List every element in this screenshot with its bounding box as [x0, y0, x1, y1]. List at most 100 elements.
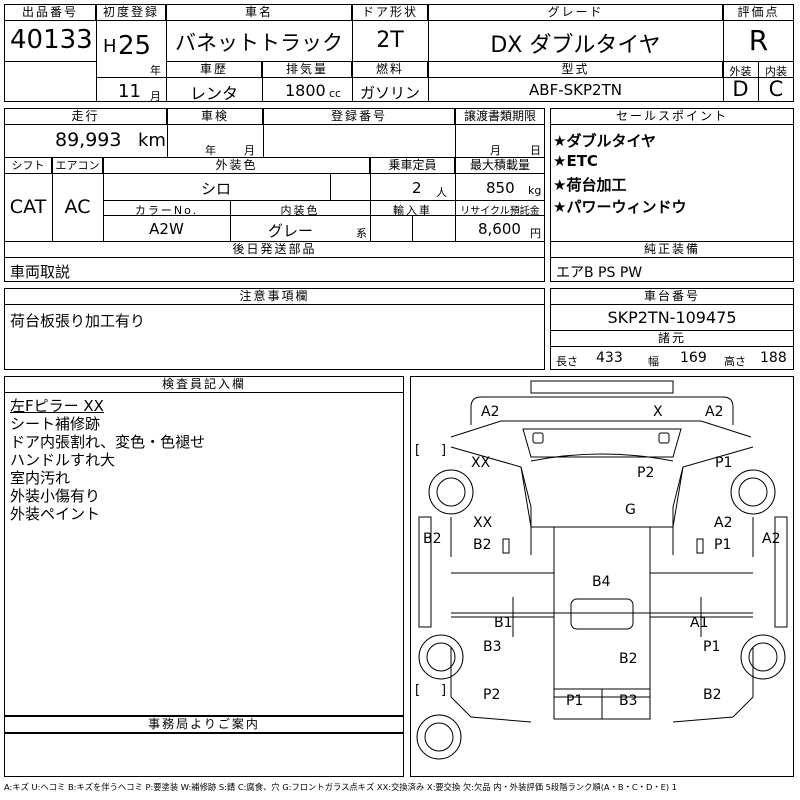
lot-label: 出品番号 [4, 4, 96, 21]
vehicle-diagram: A2 X A2 XX P2 P1 G XX A2 B2 B2 P1 A2 B4 … [410, 376, 794, 777]
sales-point-2: ★ETC [553, 152, 598, 170]
damage-mark: A1 [690, 615, 709, 631]
inspector-line-6: 外装小傷有り [10, 487, 101, 505]
recycle-fee: 8,600 [478, 220, 521, 238]
damage-mark: X [653, 404, 663, 420]
color-no-label: カラーNo. [134, 204, 199, 217]
inspector-line-2: シート補修跡 [10, 415, 101, 433]
bracket-mark: [ [415, 683, 421, 698]
first-reg-month: 11 [118, 81, 141, 102]
bracket-mark: ] [441, 683, 447, 698]
width: 169 [680, 350, 707, 366]
damage-mark: A2 [705, 404, 724, 420]
recycle-label: リサイクル預託金 [460, 206, 540, 217]
inspector-line-3: ドア内張割れ、変色・色褪せ [10, 433, 206, 451]
height: 188 [760, 350, 787, 366]
damage-mark: P1 [566, 693, 584, 709]
sales-title: セールスポイント [550, 108, 794, 125]
length-label: 長さ [556, 355, 578, 368]
notes-title: 注意事項欄 [4, 288, 545, 305]
overall-score: R [748, 24, 769, 57]
dims-title: 諸元 [550, 330, 794, 347]
inspector-title: 検査員記入欄 [4, 376, 404, 393]
inspection-month-unit: 月 [244, 144, 255, 157]
damage-mark: A2 [481, 404, 500, 420]
width-label: 幅 [648, 355, 659, 368]
mileage-unit: km [138, 130, 166, 151]
notes-text: 荷台板張り加工有り [10, 312, 146, 330]
sales-point-3: ★荷台加工 [553, 176, 627, 194]
history-label: 車歴 [166, 61, 262, 78]
inspection-label: 車検 [167, 108, 263, 125]
aircon: AC [64, 196, 91, 218]
damage-mark: G [625, 502, 636, 518]
office-section [4, 733, 404, 777]
interior-color: グレー [268, 222, 314, 240]
mileage: 89,993 [55, 129, 122, 151]
import-label: 輸入車 [393, 204, 432, 217]
damage-mark: B3 [619, 693, 638, 709]
damage-mark: B2 [619, 651, 638, 667]
car-name: バネットトラック [175, 31, 343, 55]
capacity-unit: 人 [436, 186, 447, 199]
door-type: 2T [376, 28, 404, 53]
month-unit: 月 [150, 90, 161, 103]
exterior-label: 外装 [729, 65, 752, 78]
lot-number: 40133 [10, 25, 93, 55]
damage-mark: B2 [473, 537, 492, 553]
damage-mark: B3 [483, 639, 502, 655]
grade: DX ダブルタイヤ [490, 33, 661, 58]
car-name-label: 車名 [166, 4, 352, 21]
mileage-label: 走行 [4, 108, 167, 125]
load-unit: kg [528, 184, 542, 197]
truck-outline [416, 380, 788, 760]
ac-label: エアコン [52, 157, 103, 174]
damage-mark: P1 [715, 455, 733, 471]
fuel: ガソリン [359, 84, 420, 102]
height-label: 高さ [724, 355, 746, 368]
car-history: レンタ [189, 84, 238, 103]
max-load: 850 [486, 179, 515, 197]
inspector-line-4: ハンドルすれ大 [10, 451, 116, 469]
load-label: 最大積載量 [455, 157, 545, 174]
grade-label: グレード [428, 4, 723, 21]
exterior-score: D [732, 77, 749, 101]
chassis-title: 車台番号 [550, 288, 794, 305]
int-color-label: 内装色 [280, 204, 320, 217]
shift-label: シフト [4, 157, 52, 174]
damage-mark: B4 [592, 574, 611, 590]
reg-number-label: 登録番号 [263, 108, 455, 125]
damage-mark: XX [473, 515, 493, 531]
score-label: 評価点 [723, 4, 794, 21]
displacement-label: 排気量 [262, 61, 352, 78]
displacement-unit: cc [329, 87, 342, 100]
inspector-line-5: 室内汚れ [10, 469, 71, 487]
length: 433 [596, 350, 623, 366]
int-color-unit: 系 [356, 227, 367, 240]
inspector-line-1: 左Fピラー XX [10, 397, 104, 415]
later-parts-label: 後日発送部品 [4, 241, 545, 258]
year-unit: 年 [150, 64, 161, 77]
inspection-year-unit: 年 [205, 144, 216, 157]
damage-mark: A2 [762, 531, 781, 547]
capacity-label: 乗車定員 [370, 157, 455, 174]
capacity: 2 [412, 179, 422, 197]
damage-mark: P1 [714, 537, 732, 553]
chassis-number: SKP2TN-109475 [607, 308, 737, 327]
damage-mark: A2 [714, 515, 733, 531]
color-number: A2W [149, 220, 184, 238]
model-code: ABF-SKP2TN [529, 81, 622, 99]
displacement: 1800 [285, 81, 326, 100]
model-label: 型式 [428, 61, 723, 78]
transfer-day-unit: 日 [530, 144, 541, 157]
sales-point-1: ★ダブルタイヤ [553, 132, 656, 150]
interior-label: 内装 [765, 65, 787, 78]
later-parts: 車両取説 [10, 263, 71, 281]
damage-mark: P2 [637, 465, 655, 481]
door-label: ドア形状 [352, 4, 428, 21]
legend: A:キズ U:ヘコミ B:キズを伴うヘコミ P:要塗装 W:補修跡 S:錆 C:… [4, 782, 678, 792]
shift: CAT [9, 196, 47, 218]
damage-mark: B2 [703, 687, 722, 703]
color-label: 外装色 [103, 157, 370, 174]
office-title: 事務局よりご案内 [4, 716, 404, 733]
